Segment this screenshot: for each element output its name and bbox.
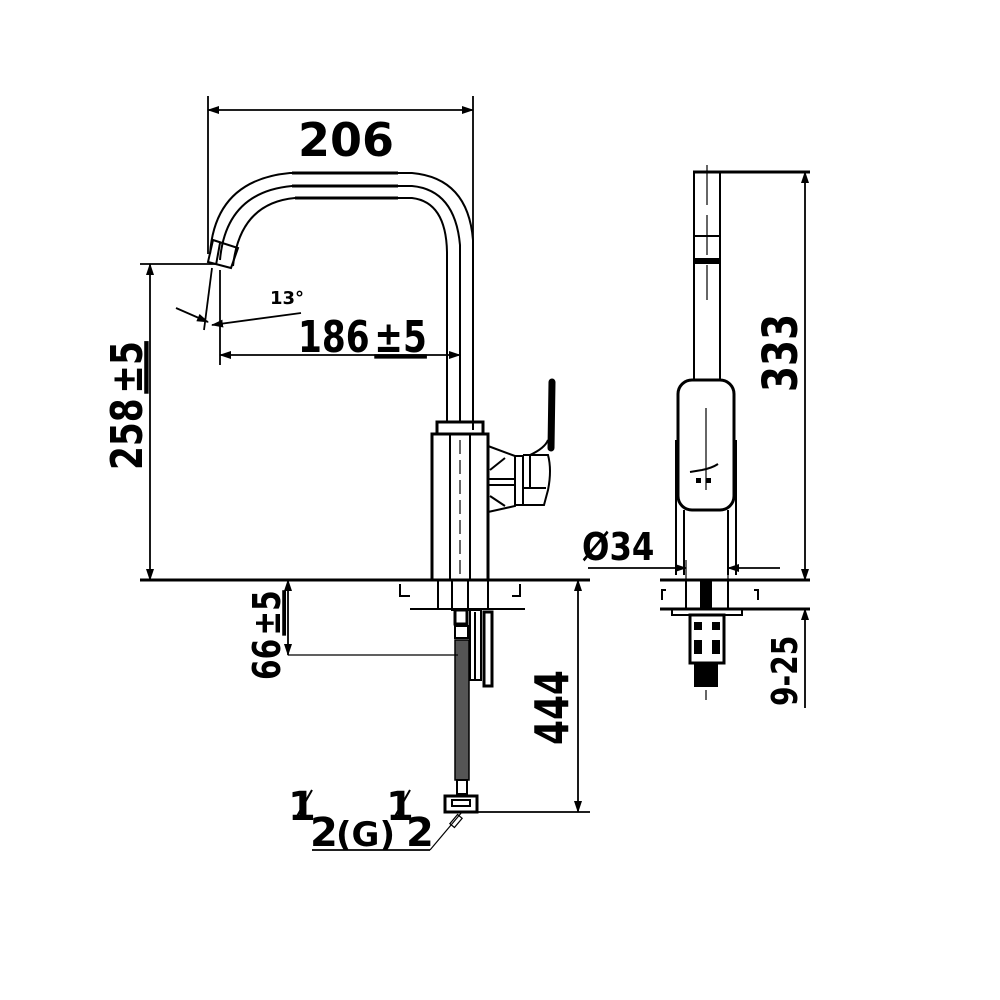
front-view: 333 Ø34 9-25 xyxy=(582,165,810,708)
dim-label-258: 258±5 xyxy=(102,341,153,470)
dim-206: 206 xyxy=(207,96,474,254)
dim-186: 186±5 xyxy=(219,270,461,365)
dim-9-25: 9-25 xyxy=(764,608,809,708)
shank-and-hose xyxy=(443,579,494,814)
body-front xyxy=(675,378,737,575)
dim-label-206: 206 xyxy=(298,113,394,167)
dim-label-333: 333 xyxy=(754,314,810,392)
thread-den-2: 2 xyxy=(406,810,434,856)
deck-front xyxy=(660,578,810,700)
thread-den-1: 2 xyxy=(310,810,338,856)
thread-g: (G) xyxy=(336,815,395,855)
dim-444: 444 xyxy=(477,579,590,813)
dim-label-66: 66±5 xyxy=(245,590,290,680)
spout-front xyxy=(693,165,810,380)
side-view: 206 13° 186±5 258±5 xyxy=(102,96,590,856)
dim-label-186: 186±5 xyxy=(298,312,427,363)
dim-13-deg: 13° xyxy=(175,267,304,331)
thread-callout: 1 2 (G) 1 2 xyxy=(288,784,464,856)
dim-diameter-34: Ø34 xyxy=(582,526,780,580)
dim-66: 66±5 xyxy=(245,579,458,680)
lever-handle xyxy=(515,378,556,506)
dim-333: 333 xyxy=(754,171,810,581)
dim-258: 258±5 xyxy=(102,263,215,581)
dim-label-34: Ø34 xyxy=(582,526,654,570)
spout xyxy=(206,171,474,430)
dim-label-444: 444 xyxy=(526,670,580,745)
dim-label-9-25: 9-25 xyxy=(764,636,806,706)
faucet-body xyxy=(430,420,516,582)
dim-label-13deg: 13° xyxy=(270,288,304,309)
